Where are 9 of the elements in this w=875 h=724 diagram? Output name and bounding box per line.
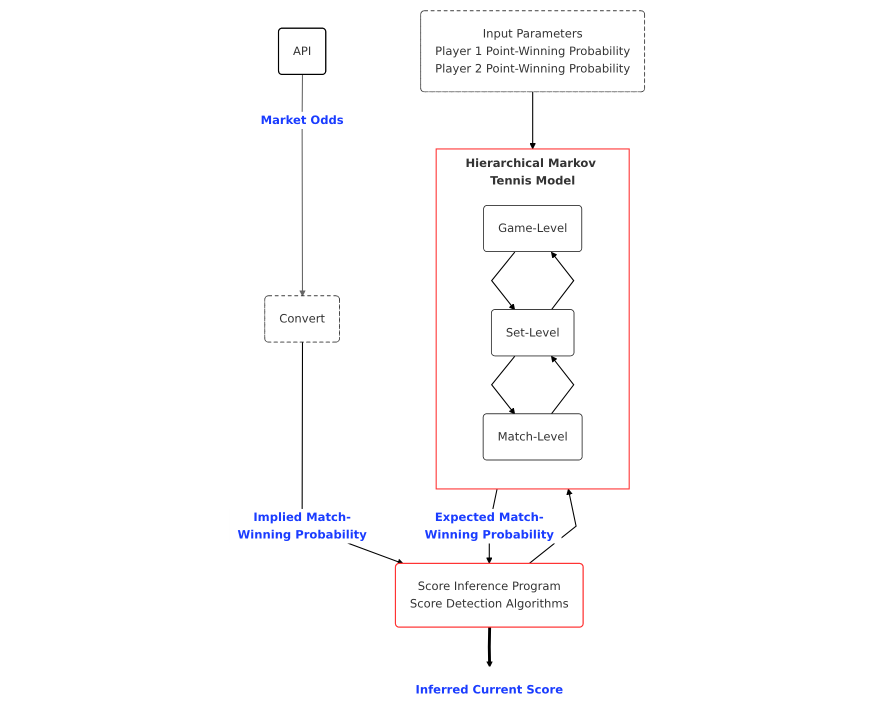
node-label: Game-Level xyxy=(498,220,568,238)
node-label: Match-Level xyxy=(498,428,568,446)
node-label: Convert xyxy=(280,310,326,328)
node-label: Inferred Current Score xyxy=(416,682,564,699)
node-label: Score Inference Program Score Detection Algorithms xyxy=(410,578,569,612)
node-label: API xyxy=(293,43,312,60)
group-title: Hierarchical Markov Tennis Model xyxy=(464,155,598,190)
node-label: Input Parameters Player 1 Point-Winning Probability Player 2 Point-Winning Probability xyxy=(435,26,630,78)
node-label: Set-Level xyxy=(506,324,560,342)
